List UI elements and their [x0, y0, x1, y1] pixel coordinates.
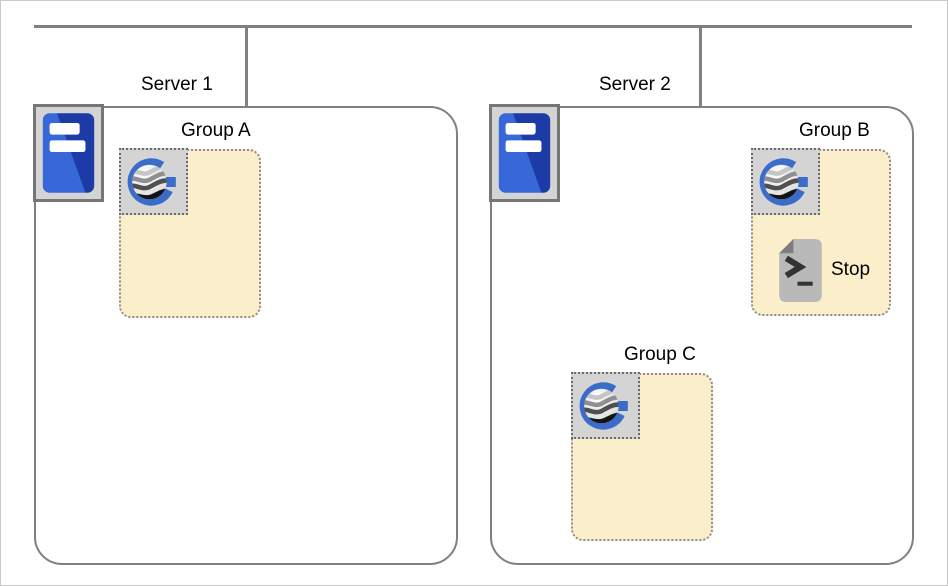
server1-tile — [33, 104, 104, 202]
script-icon — [777, 237, 824, 304]
server-icon — [37, 108, 100, 198]
server2-connector-line — [699, 25, 702, 107]
server2-tile — [489, 104, 560, 202]
globe-g-icon — [123, 152, 185, 212]
globe-g-icon — [575, 376, 637, 436]
server1-connector-line — [245, 25, 248, 107]
group-b-label: Group B — [799, 120, 870, 141]
server-icon — [493, 108, 556, 198]
network-bus-line — [34, 25, 912, 28]
group-c-label: Group C — [624, 344, 696, 365]
server2-label: Server 2 — [599, 74, 671, 95]
stop-script-label: Stop — [831, 259, 871, 280]
group-c-engine-tile — [571, 372, 640, 439]
group-b-engine-tile — [751, 148, 820, 215]
globe-g-icon — [755, 152, 817, 212]
group-a-engine-tile — [119, 148, 188, 215]
stop-script-tile — [777, 237, 824, 304]
server1-label: Server 1 — [141, 74, 213, 95]
group-a-label: Group A — [181, 120, 251, 141]
